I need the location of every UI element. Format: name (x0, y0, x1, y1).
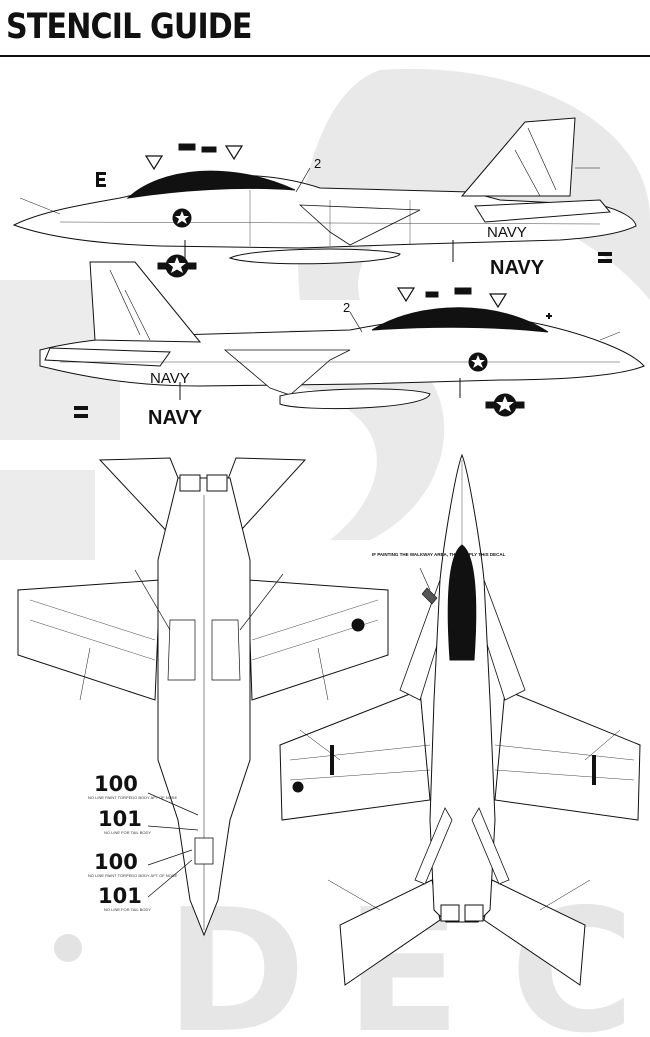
watermark-block-left-2 (0, 470, 95, 560)
roundel-bar-left-b (485, 401, 495, 409)
roundel-wing-star (168, 257, 186, 273)
stencil-block-5 (454, 287, 472, 295)
callout-leader-top (295, 167, 311, 193)
warning-triangle-1 (144, 155, 164, 171)
modex-caption-3: NO LINE PAINT TORPEDO BODY AFT OF NOSE (88, 873, 177, 878)
leader-top-4 (539, 879, 591, 911)
modex-caption-1: NO LINE PAINT TORPEDO BODY AFT OF NOSE (88, 795, 177, 800)
leader-underside-1 (134, 569, 171, 631)
navy-label-large-bottom: NAVY (148, 407, 203, 429)
left-wing-top (279, 689, 431, 821)
stencil-e-mark (96, 172, 106, 187)
roundel-star-b (471, 355, 485, 368)
warning-triangle-3 (396, 287, 416, 303)
canopy-top-side (126, 170, 296, 199)
roundel-top-wing (292, 781, 304, 793)
stencil-block-4 (598, 259, 612, 263)
drop-tank-bottom-side (279, 388, 431, 410)
modex-caption-4: NO LINE FOR TAIL BODY (104, 907, 151, 912)
leader-modex-2 (147, 825, 199, 831)
callout-number-top: 2 (314, 156, 321, 171)
left-wing-underside (17, 579, 161, 701)
navy-label-small-top: NAVY (487, 224, 527, 241)
left-nozzle-top (440, 904, 460, 922)
leader-modex-1 (147, 792, 199, 816)
roundel-bar-right-b (515, 401, 525, 409)
warning-triangle-4 (488, 293, 508, 309)
watermark-dot (54, 934, 82, 962)
modex-number-4: 101 (98, 884, 142, 908)
canopy-bottom-side (371, 307, 549, 333)
roundel-underside-wing (351, 618, 365, 632)
wing-stripe-right (592, 755, 596, 785)
right-intake (211, 619, 241, 681)
modex-number-3: 100 (94, 850, 138, 874)
modex-caption-2: NO LINE FOR TAIL BODY (104, 830, 151, 835)
leader-nose (19, 197, 61, 215)
stabilizer-top-side (474, 199, 612, 223)
drop-tank-top-side (228, 248, 401, 265)
walkway-note: IF PAINTING THE WALKWAY AREA, THEN APPLY… (372, 552, 506, 557)
title-underline (0, 55, 650, 57)
leader-modex-3 (147, 849, 193, 866)
right-tail-top (471, 807, 510, 885)
right-wing-underside (247, 579, 389, 701)
wing-panel-lines (29, 599, 379, 661)
left-nozzle (179, 474, 201, 492)
stabilizer-bottom-side (44, 347, 171, 367)
page-title: STENCIL GUIDE (6, 7, 252, 47)
modex-number-2: 101 (98, 807, 142, 831)
fuselage-top (429, 453, 496, 923)
right-nozzle-top (464, 904, 484, 922)
roundel-bar-left (157, 262, 167, 270)
wing-marker-left (79, 647, 91, 701)
right-wing-top (494, 689, 641, 821)
underside-view (17, 457, 389, 937)
side-view-bottom (39, 261, 645, 418)
left-intake (167, 619, 196, 681)
leader-walkway (419, 567, 431, 591)
stencil-block-6 (425, 291, 439, 298)
top-view (279, 453, 641, 986)
wing-stripe-left (330, 745, 334, 775)
left-tail-top (414, 807, 453, 885)
stencil-block-7 (74, 406, 88, 410)
leader-top-3 (327, 879, 381, 911)
nose-gear-bay-underside (194, 837, 214, 865)
tail-line-b2 (124, 289, 151, 341)
stencil-block-2 (201, 146, 217, 153)
callout-leader-bottom (349, 311, 363, 333)
navy-label-small-bottom: NAVY (150, 370, 190, 387)
canopy-top (447, 544, 477, 661)
vertical-tail-bottom-side (89, 261, 202, 343)
wing-bottom-side (223, 349, 351, 396)
stencil-block-8 (74, 414, 88, 418)
leader-underside-2 (239, 573, 284, 631)
stencil-block-1 (178, 143, 196, 151)
leader-top-2 (584, 729, 621, 761)
panel-lines-top-side (249, 190, 411, 246)
watermark-letter-d: D (165, 873, 306, 1037)
tail-line-2 (514, 149, 541, 197)
navy-label-large-top: NAVY (490, 257, 545, 279)
right-nozzle (206, 474, 228, 492)
warning-triangle-2 (224, 145, 244, 161)
wing-marker-right (317, 647, 329, 701)
tail-line-1 (527, 127, 557, 191)
side-view-top (12, 117, 637, 278)
roundel-star (175, 211, 189, 224)
leader-modex-4 (147, 859, 193, 898)
roundel-bar-right (187, 262, 197, 270)
wing-panel-lines-top (289, 744, 635, 781)
walkway-decal (421, 587, 438, 605)
modex-number-1: 100 (94, 772, 138, 796)
stencil-block-3 (598, 252, 612, 256)
tail-line-b1 (109, 269, 141, 336)
roundel-wing-star-b (496, 396, 514, 412)
cross-mark (546, 313, 552, 319)
leader-nose-b (599, 331, 621, 341)
callout-number-bottom: 2 (343, 300, 350, 315)
